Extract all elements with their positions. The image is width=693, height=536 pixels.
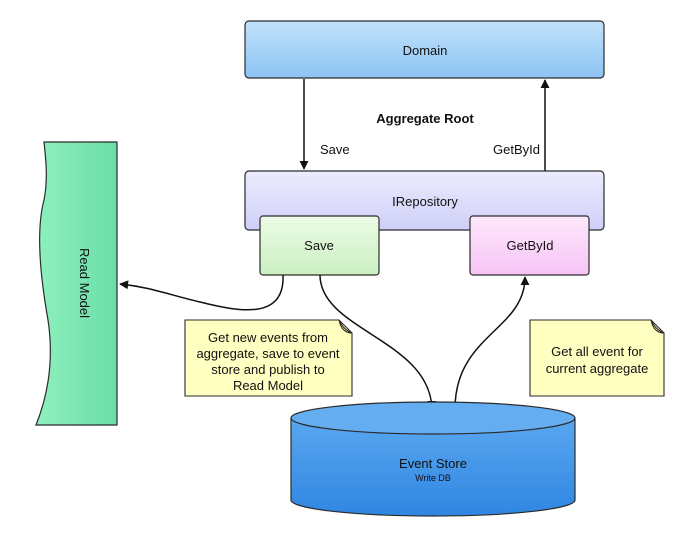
save-to-store-arrow xyxy=(319,274,437,410)
getbyid-note: Get all event for current aggregate xyxy=(529,319,665,397)
getbyid-node: GetById xyxy=(469,215,590,276)
getbyid-edge-label: GetById xyxy=(493,142,540,157)
domain-label: Domain xyxy=(403,43,448,58)
event-store-node: Event Store Write DB xyxy=(290,401,576,517)
domain-node: Domain xyxy=(244,20,605,79)
save-note-line-3: store and publish to xyxy=(211,362,324,377)
save-note: Get new events from aggregate, save to e… xyxy=(184,319,353,397)
save-note-line-2: aggregate, save to event xyxy=(196,346,339,361)
aggregate-root-heading: Aggregate Root xyxy=(376,111,474,126)
save-node-label: Save xyxy=(304,238,334,253)
irepository-label: IRepository xyxy=(392,194,458,209)
publish-read-model-arrow xyxy=(119,274,284,311)
save-edge-label: Save xyxy=(320,142,350,157)
read-model-label: Read Model xyxy=(77,248,92,318)
event-store-sublabel: Write DB xyxy=(415,473,451,483)
irepository-node: IRepository xyxy=(244,170,605,231)
getbyid-note-line-2: current aggregate xyxy=(546,361,649,376)
read-model-node: Read Model xyxy=(35,141,118,426)
save-node: Save xyxy=(259,215,380,276)
event-store-label: Event Store xyxy=(399,456,467,471)
store-to-getbyid-arrow xyxy=(454,276,530,410)
getbyid-note-line-1: Get all event for xyxy=(551,344,643,359)
save-note-line-4: Read Model xyxy=(233,378,303,393)
getbyid-node-label: GetById xyxy=(507,238,554,253)
save-note-line-1: Get new events from xyxy=(208,330,328,345)
